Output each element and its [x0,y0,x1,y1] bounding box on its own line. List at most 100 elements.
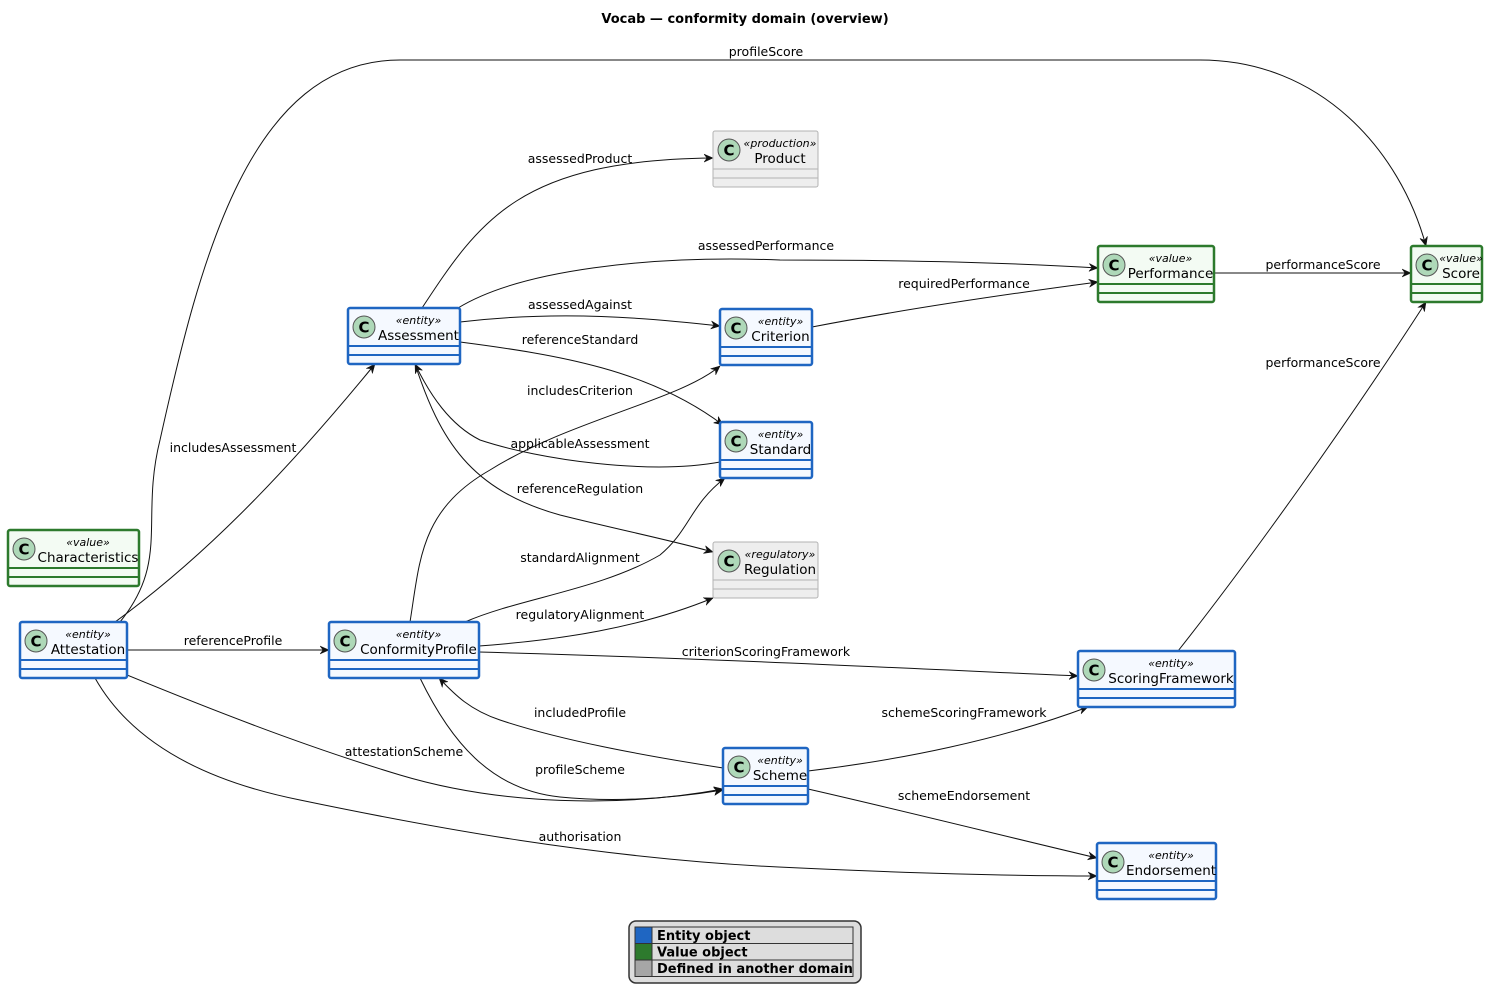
legend-label: Defined in another domain [657,962,853,977]
relation-label-profileScore: profileScore [729,44,804,59]
class-c-letter: C [339,633,350,651]
class-standard: C«entity»Standard [718,420,814,480]
relation-label-includedProfile: includedProfile [534,705,626,720]
relation-profileScheme [419,677,723,800]
class-c-letter: C [30,633,41,651]
class-name: ScoringFramework [1108,671,1234,687]
class-stereotype: «value» [1439,252,1483,265]
relation-regulatoryAlignment [478,598,713,647]
class-c-letter: C [1108,257,1119,275]
class-attestation: C«entity»Attestation [18,620,129,680]
class-name: Performance [1128,266,1214,282]
class-endorsement: C«entity»Endorsement [1095,841,1218,901]
legend-label: Value object [657,946,748,961]
relation-standardAlignment [464,477,725,623]
class-name: Score [1442,266,1480,282]
class-c-icon [727,755,751,779]
class-c-letter: C [1107,854,1118,872]
class-score: C«value»Score [1409,244,1484,304]
class-name: Standard [750,442,811,458]
relation-performanceScore2 [1177,302,1427,652]
relation-label-criterionScoringFramework: criterionScoringFramework [682,644,851,659]
relation-authorisation [94,677,1097,876]
class-c-icon [717,549,741,573]
relation-referenceStandard [459,341,723,426]
class-c-letter: C [1088,662,1099,680]
class-name: Characteristics [38,550,139,566]
relation-assessedProduct [421,158,713,309]
class-c-icon [1415,253,1439,277]
class-box [327,620,481,680]
class-box [18,620,129,680]
relation-schemeEndorsement [807,788,1097,858]
relation-label-referenceProfile: referenceProfile [184,633,283,648]
relation-profileScore [119,59,1426,623]
class-name: ConformityProfile [360,642,477,658]
relation-applicableAssessment [414,364,721,468]
relation-label-requiredPerformance: requiredPerformance [898,276,1030,291]
class-box [1076,649,1237,709]
relation-criterionScoringFramework [478,651,1078,676]
relation-assessedAgainst [459,315,720,326]
class-box [1095,841,1218,901]
relation-label-assessedProduct: assessedProduct [528,151,633,166]
relation-requiredPerformance [811,282,1098,328]
class-name: Endorsement [1126,863,1216,879]
relation-label-schemeScoringFramework: schemeScoringFramework [882,705,1048,720]
relation-label-applicableAssessment: applicableAssessment [510,436,649,451]
class-c-letter: C [723,553,734,571]
relation-label-authorisation: authorisation [539,829,622,844]
relation-label-profileScheme: profileScheme [535,762,625,777]
class-c-icon [1082,658,1106,682]
relation-attestationScheme [126,674,723,802]
class-c-letter: C [730,320,741,338]
class-stereotype: «entity» [396,628,442,641]
class-c-icon [12,537,36,561]
class-c-icon [717,138,741,162]
class-c-icon [1102,253,1126,277]
class-performance: C «value»Performance [1096,244,1216,304]
class-stereotype: «value» [66,536,110,549]
relation-label-regulatoryAlignment: regulatoryAlignment [516,607,645,622]
relation-includedProfile [439,678,724,769]
relations-layer [94,59,1427,876]
class-c-icon [724,316,748,340]
class-c-letter: C [358,319,369,337]
class-name: Assessment [378,328,459,344]
relation-label-referenceRegulation: referenceRegulation [517,481,643,496]
class-stereotype: «entity» [65,628,111,641]
class-name: Scheme [753,768,807,784]
relation-assessedPerformance [457,258,1098,309]
class-stereotype: «entity» [758,315,804,328]
relation-label-referenceStandard: referenceStandard [522,332,639,347]
class-name: Criterion [751,329,809,345]
relation-includesCriterion [409,366,720,623]
relation-label-standardAlignment: standardAlignment [520,550,640,565]
legend-swatch [634,959,653,977]
class-c-icon [1101,850,1125,874]
class-stereotype: «production» [744,137,817,150]
legend-swatch [634,943,653,961]
class-name: Regulation [744,562,816,578]
class-c-letter: C [18,541,29,559]
relation-labels-layer: profileScoreassessedProductassessedPerfo… [170,44,1381,844]
relation-referenceRegulation [414,363,713,552]
legend-box [628,920,862,984]
class-stereotype: «value» [1149,252,1193,265]
class-scheme: C«entity»Scheme [721,746,810,806]
class-stereotype: «regulatory» [745,548,816,561]
relation-schemeScoringFramework [807,707,1088,772]
relation-includesAssessment [114,364,375,623]
relation-label-includesCriterion: includesCriterion [527,383,633,398]
class-stereotype: «entity» [758,428,804,441]
class-c-icon [24,629,48,653]
relation-label-includesAssessment: includesAssessment [170,440,297,455]
class-scoringframework: C«entity»ScoringFramework [1076,649,1237,709]
relation-label-schemeEndorsement: schemeEndorsement [898,788,1030,803]
legend-item-entity: Entity object [634,926,854,944]
class-assessment: C«entity»Assessment [346,306,462,366]
class-box [1096,244,1216,304]
class-c-letter: C [733,759,744,777]
